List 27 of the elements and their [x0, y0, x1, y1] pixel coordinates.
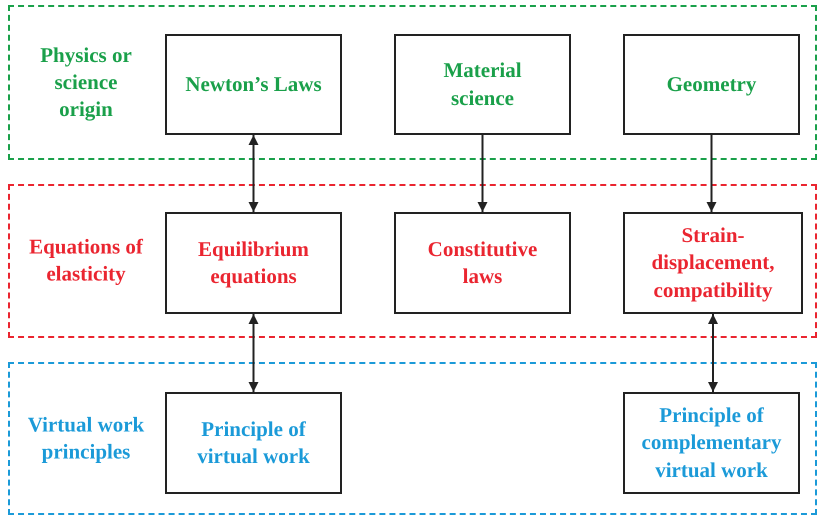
- group-label: Physics or science origin: [39, 42, 133, 124]
- box-label: Constitutive laws: [426, 236, 538, 290]
- box-label: Material science: [442, 57, 523, 112]
- box-label: Newton’s Laws: [184, 70, 323, 98]
- box-label: Principle of complementary virtual work: [640, 402, 782, 484]
- process-box: [623, 34, 800, 135]
- group-label: Equations of elasticity: [28, 234, 144, 288]
- process-box: [623, 212, 803, 314]
- dashed-group-band: [8, 5, 817, 160]
- process-box: [394, 212, 571, 314]
- arrow: [478, 135, 488, 212]
- process-box: [165, 212, 342, 314]
- box-label: Geometry: [666, 70, 758, 98]
- box-label: Principle of virtual work: [196, 416, 311, 470]
- dashed-group-band: [8, 362, 817, 515]
- dashed-group-band: [8, 184, 817, 338]
- process-box: [623, 392, 800, 494]
- arrow: [706, 135, 716, 212]
- process-box: [165, 34, 342, 135]
- arrow: [248, 314, 258, 392]
- process-box: [394, 34, 571, 135]
- box-label: Strain-displacement, compatibility: [650, 222, 776, 304]
- arrow: [248, 135, 258, 212]
- group-label: Virtual work principles: [26, 411, 146, 466]
- box-label: Equilibrium equations: [197, 236, 310, 290]
- arrow: [708, 314, 718, 392]
- process-box: [165, 392, 342, 494]
